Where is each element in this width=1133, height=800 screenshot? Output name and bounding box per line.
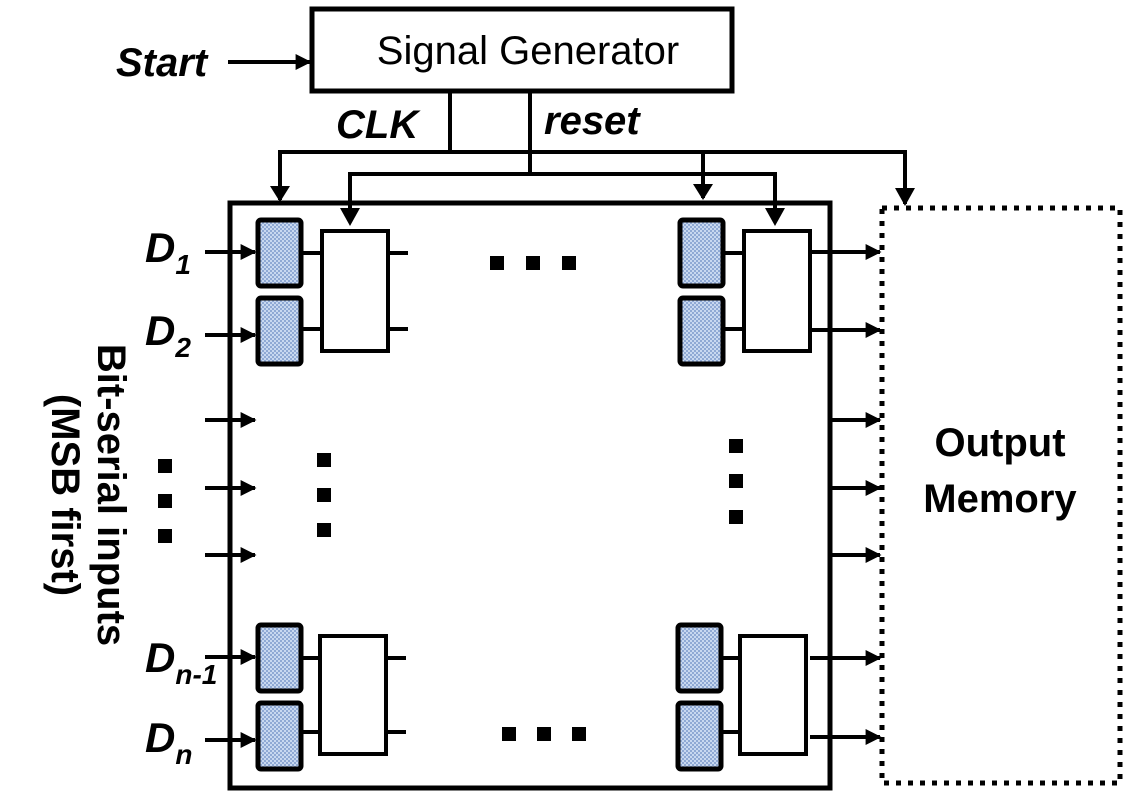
processing-element bbox=[318, 634, 388, 756]
ellipsis-dot bbox=[158, 494, 172, 508]
input-label-d1: D1 bbox=[145, 224, 191, 280]
start-label: Start bbox=[116, 41, 209, 85]
input-register bbox=[675, 700, 724, 772]
ellipsis-dot bbox=[502, 727, 516, 741]
reset-wiring bbox=[348, 91, 777, 222]
input-register bbox=[255, 622, 304, 694]
svg-text:Dn-1: Dn-1 bbox=[145, 634, 217, 690]
clk-label: CLK bbox=[336, 103, 421, 147]
processing-element bbox=[738, 634, 808, 756]
reset-arrowheads bbox=[340, 208, 785, 226]
ellipsis-dot bbox=[317, 523, 331, 537]
ellipsis-dot bbox=[729, 510, 743, 524]
svg-text:D1: D1 bbox=[145, 224, 191, 280]
ellipsis-dots bbox=[158, 256, 743, 741]
input-register bbox=[255, 700, 304, 772]
ellipsis-dot bbox=[537, 727, 551, 741]
ellipsis-dot bbox=[729, 474, 743, 488]
ellipsis-dot bbox=[158, 529, 172, 543]
output-memory-label-line2: Memory bbox=[923, 477, 1077, 521]
input-label-d2: D2 bbox=[145, 307, 191, 363]
pe-group-bottom-right bbox=[675, 622, 808, 772]
ellipsis-dot bbox=[562, 256, 576, 270]
input-register bbox=[255, 295, 304, 367]
pe-group-bottom-left bbox=[255, 622, 406, 772]
ellipsis-dot bbox=[158, 459, 172, 473]
pe-group-top-right bbox=[677, 217, 812, 367]
signal-generator-label: Signal Generator bbox=[377, 29, 679, 73]
processing-array-box bbox=[227, 200, 833, 791]
ellipsis-dot bbox=[317, 488, 331, 502]
input-register bbox=[677, 217, 726, 289]
ellipsis-dot bbox=[317, 453, 331, 467]
pe-group-top-left bbox=[255, 217, 408, 367]
input-label-dn: Dn bbox=[145, 714, 192, 770]
clk-arrowheads bbox=[270, 184, 915, 206]
processing-element bbox=[742, 229, 812, 353]
svg-text:D2: D2 bbox=[145, 307, 191, 363]
output-arrows bbox=[810, 244, 882, 745]
input-register bbox=[255, 217, 304, 289]
ellipsis-dot bbox=[729, 439, 743, 453]
ellipsis-dot bbox=[572, 727, 586, 741]
reset-label: reset bbox=[544, 99, 641, 143]
input-register bbox=[677, 295, 726, 367]
output-memory-label-line1: Output bbox=[934, 421, 1065, 465]
input-arrows bbox=[205, 244, 257, 748]
signal-generator-block: Signal Generator bbox=[309, 6, 735, 94]
svg-text:Bit-serial inputs: Bit-serial inputs bbox=[89, 344, 133, 646]
svg-text:(MSB first): (MSB first) bbox=[43, 394, 87, 596]
processing-element bbox=[320, 229, 390, 353]
svg-text:Dn: Dn bbox=[145, 714, 192, 770]
input-register bbox=[675, 622, 724, 694]
bit-serial-inputs-label: Bit-serial inputs (MSB first) bbox=[43, 344, 133, 646]
ellipsis-dot bbox=[490, 256, 504, 270]
ellipsis-dot bbox=[526, 256, 540, 270]
input-label-dn-1: Dn-1 bbox=[145, 634, 217, 690]
output-memory-block: Output Memory bbox=[879, 205, 1123, 786]
